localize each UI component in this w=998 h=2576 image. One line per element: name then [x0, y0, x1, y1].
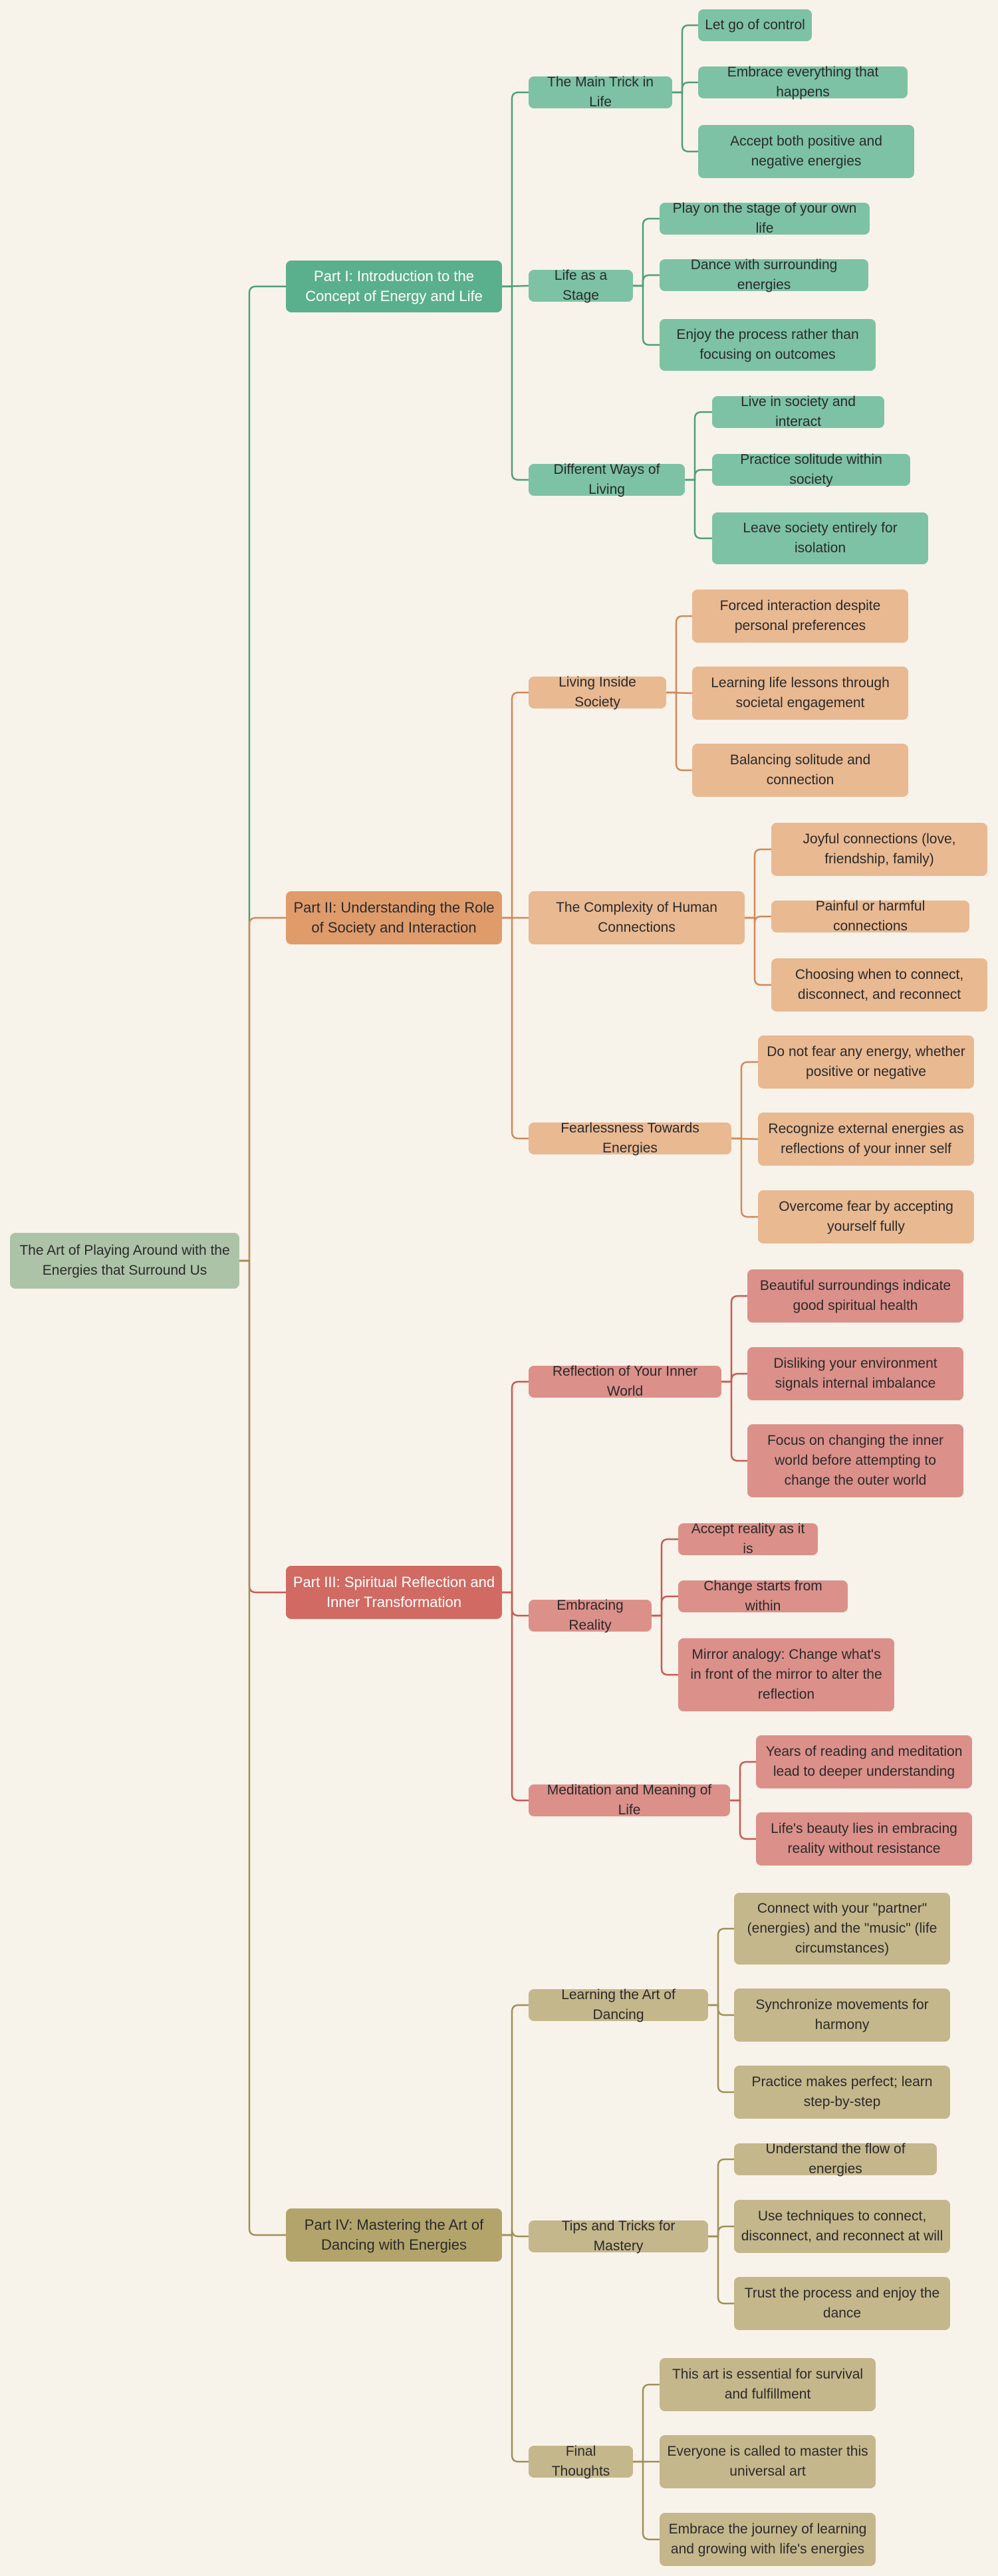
- connector-line: [672, 24, 698, 94]
- topic-meditation[interactable]: Meditation and Meaning of Life: [529, 1782, 730, 1818]
- connector-line: [633, 274, 660, 287]
- topic-inner-world[interactable]: Reflection of Your Inner World: [529, 1364, 721, 1399]
- topic-tips-and-tricks[interactable]: Tips and Tricks for Mastery: [529, 2218, 708, 2254]
- topic-ways-of-living[interactable]: Different Ways of Living: [529, 462, 685, 497]
- connector-line: [502, 2004, 529, 2236]
- leaf-node[interactable]: Let go of control: [698, 9, 812, 41]
- connector-line: [502, 1380, 529, 1594]
- leaf-node[interactable]: Learning life lessons through societal e…: [692, 667, 908, 720]
- leaf-node[interactable]: Life's beauty lies in embracing reality …: [756, 1812, 972, 1866]
- connector-line: [666, 691, 692, 772]
- topic-art-of-dancing[interactable]: Learning the Art of Dancing: [529, 1987, 708, 2022]
- topic-human-connections[interactable]: The Complexity of Human Connections: [529, 891, 745, 944]
- connector-line: [666, 615, 692, 694]
- leaf-node[interactable]: Enjoy the process rather than focusing o…: [660, 319, 876, 371]
- connector-line: [708, 2004, 734, 2016]
- leaf-node[interactable]: Play on the stage of your own life: [660, 201, 870, 236]
- leaf-node[interactable]: Accept both positive and negative energi…: [698, 125, 914, 178]
- leaf-node[interactable]: Forced interaction despite personal pref…: [692, 590, 908, 643]
- connector-line: [239, 916, 286, 1262]
- leaf-node[interactable]: Connect with your "partner" (energies) a…: [734, 1893, 950, 1965]
- connector-line: [652, 1614, 678, 1676]
- topic-fearlessness[interactable]: Fearlessness Towards Energies: [529, 1121, 731, 1156]
- connector-line: [708, 2235, 734, 2305]
- topic-living-inside-society[interactable]: Living Inside Society: [529, 675, 666, 710]
- connector-line: [672, 81, 698, 94]
- connector-line: [745, 916, 771, 986]
- root-node[interactable]: The Art of Playing Around with the Energ…: [10, 1233, 239, 1289]
- connector-line: [685, 411, 712, 481]
- connector-line: [633, 2383, 660, 2463]
- connector-line: [502, 691, 529, 919]
- leaf-node[interactable]: Dance with surrounding energies: [660, 257, 868, 292]
- leaf-node[interactable]: Practice solitude within society: [712, 452, 910, 487]
- leaf-node[interactable]: Mirror analogy: Change what's in front o…: [678, 1638, 894, 1711]
- connector-line: [652, 1595, 678, 1617]
- connector-line: [502, 91, 529, 288]
- leaf-node[interactable]: Synchronize movements for harmony: [734, 1988, 950, 2042]
- connector-line: [239, 1259, 286, 1594]
- connector-line: [721, 1380, 747, 1462]
- leaf-node[interactable]: Embrace everything that happens: [698, 64, 908, 100]
- leaf-node[interactable]: Disliking your environment signals inter…: [747, 1347, 963, 1400]
- connector-line: [502, 2229, 529, 2238]
- part-3-node[interactable]: Part III: Spiritual Reflection and Inner…: [286, 1566, 502, 1619]
- connector-line: [731, 1061, 758, 1140]
- connector-line: [502, 2234, 529, 2463]
- topic-embracing-reality[interactable]: Embracing Reality: [529, 1598, 652, 1633]
- connector-line: [633, 217, 660, 287]
- connector-line: [731, 1137, 758, 1218]
- leaf-node[interactable]: Live in society and interact: [712, 394, 884, 429]
- leaf-node[interactable]: Trust the process and enjoy the dance: [734, 2277, 950, 2330]
- leaf-node[interactable]: Years of reading and meditation lead to …: [756, 1735, 972, 1788]
- leaf-node[interactable]: Recognize external energies as reflectio…: [758, 1113, 974, 1166]
- leaf-node[interactable]: Embrace the journey of learning and grow…: [660, 2513, 876, 2566]
- connector-line: [708, 2225, 734, 2238]
- connector-line: [708, 2004, 734, 2093]
- connector-line: [721, 1295, 747, 1383]
- leaf-node[interactable]: Leave society entirely for isolation: [712, 512, 928, 564]
- leaf-node[interactable]: Change starts from within: [678, 1578, 848, 1614]
- connector-line: [633, 2460, 660, 2541]
- topic-main-trick[interactable]: The Main Trick in Life: [529, 74, 672, 110]
- leaf-node[interactable]: Joyful connections (love, friendship, fa…: [771, 823, 987, 876]
- leaf-node[interactable]: Everyone is called to master this univer…: [660, 2435, 876, 2488]
- connector-line: [652, 1538, 678, 1617]
- connector-line: [502, 916, 529, 1140]
- connector-line: [502, 285, 529, 481]
- leaf-node[interactable]: Overcome fear by accepting yourself full…: [758, 1190, 974, 1243]
- connector-line: [239, 285, 286, 1262]
- topic-life-as-stage[interactable]: Life as a Stage: [529, 268, 633, 303]
- leaf-node[interactable]: Choosing when to connect, disconnect, an…: [771, 958, 987, 1012]
- connector-line: [708, 1927, 734, 2006]
- leaf-node[interactable]: Accept reality as it is: [678, 1521, 818, 1556]
- connector-line: [685, 479, 712, 540]
- connector-line: [708, 2158, 734, 2238]
- leaf-node[interactable]: Practice makes perfect; learn step-by-st…: [734, 2066, 950, 2119]
- leaf-node[interactable]: Understand the flow of energies: [734, 2141, 937, 2177]
- leaf-node[interactable]: Painful or harmful connections: [771, 899, 969, 934]
- connector-line: [502, 1591, 529, 1802]
- part-2-node[interactable]: Part II: Understanding the Role of Socie…: [286, 891, 502, 944]
- leaf-node[interactable]: Balancing solitude and connection: [692, 744, 908, 797]
- connector-line: [730, 1799, 756, 1840]
- connector-line: [672, 91, 698, 153]
- part-4-node[interactable]: Part IV: Mastering the Art of Dancing wi…: [286, 2208, 502, 2262]
- connector-line: [721, 1372, 747, 1383]
- connector-line: [633, 284, 660, 346]
- connector-line: [685, 469, 712, 481]
- connector-line: [502, 1591, 529, 1617]
- leaf-node[interactable]: Use techniques to connect, disconnect, a…: [734, 2200, 950, 2253]
- leaf-node[interactable]: Beautiful surroundings indicate good spi…: [747, 1269, 963, 1323]
- leaf-node[interactable]: Focus on changing the inner world before…: [747, 1424, 963, 1497]
- leaf-node[interactable]: Do not fear any energy, whether positive…: [758, 1035, 974, 1089]
- leaf-node[interactable]: This art is essential for survival and f…: [660, 2358, 876, 2411]
- connector-line: [745, 848, 771, 919]
- connector-line: [239, 1259, 286, 2236]
- connector-line: [730, 1761, 756, 1802]
- topic-final-thoughts[interactable]: Final Thoughts: [529, 2444, 633, 2479]
- part-1-node[interactable]: Part I: Introduction to the Concept of E…: [286, 261, 502, 312]
